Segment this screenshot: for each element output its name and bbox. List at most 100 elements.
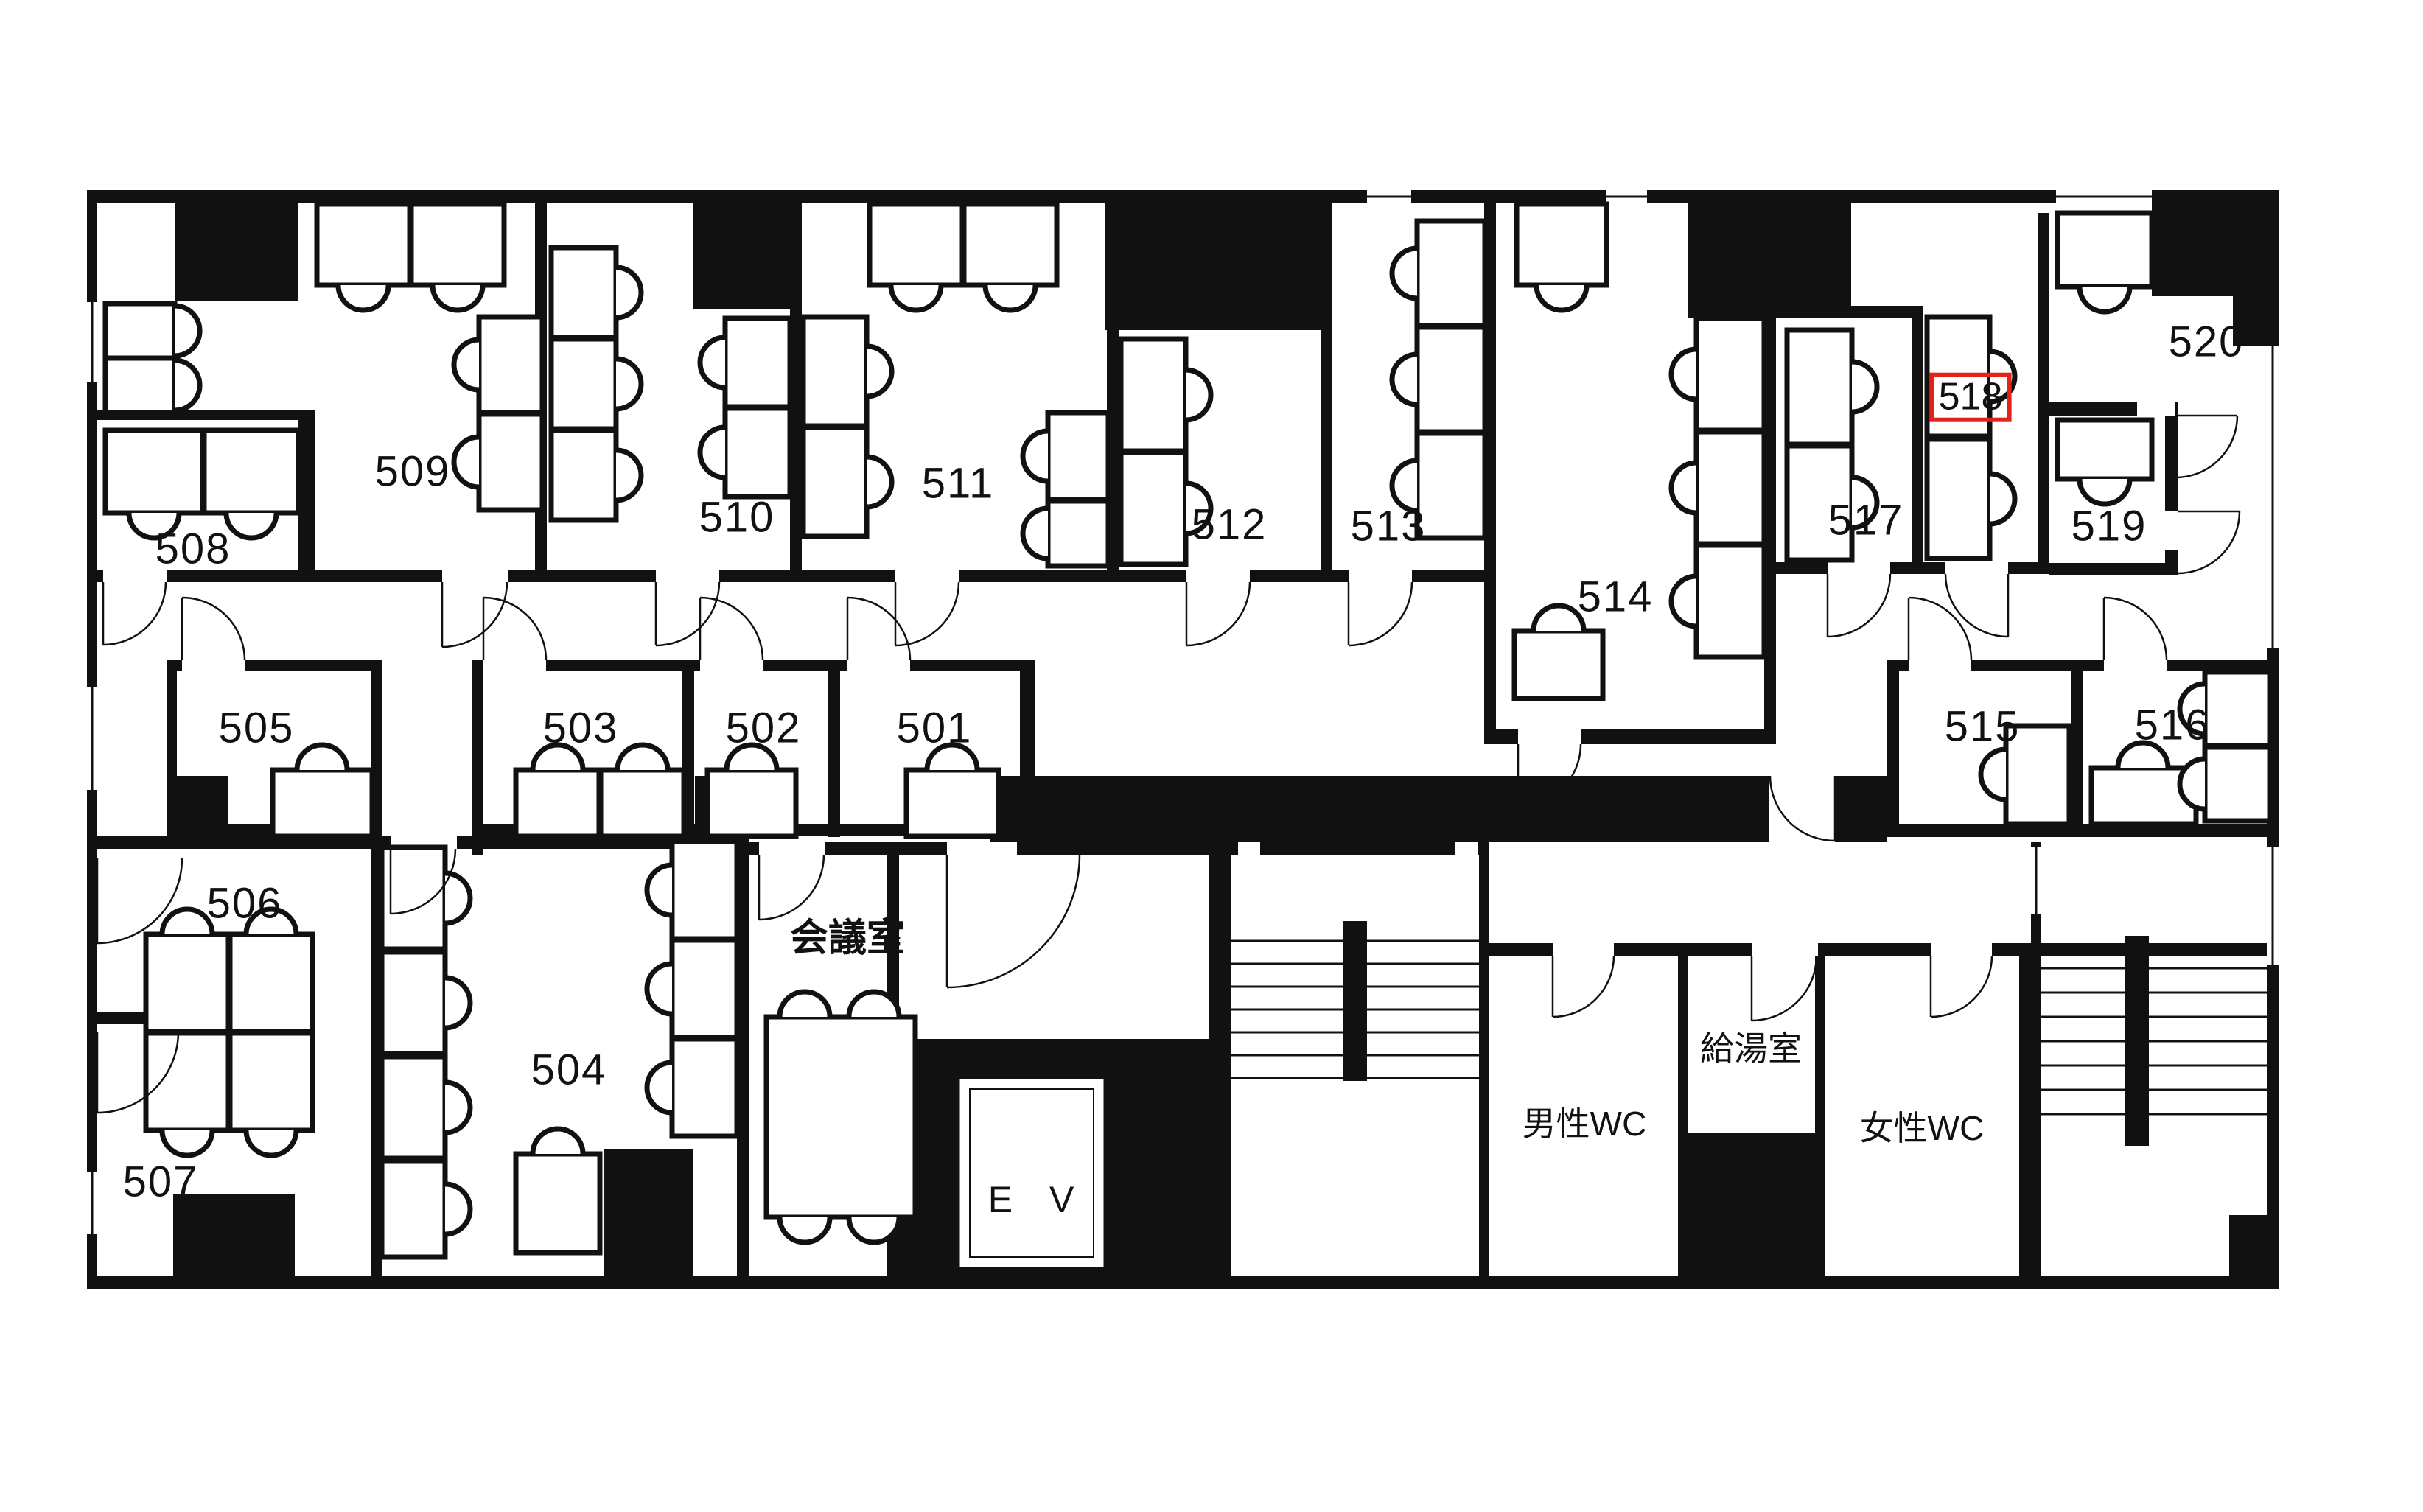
chair-icon bbox=[1531, 603, 1587, 631]
door-swing-icon bbox=[96, 1031, 180, 1114]
chair-icon bbox=[846, 989, 902, 1018]
room-label-503: 503 bbox=[542, 704, 619, 752]
desk bbox=[763, 1014, 918, 1220]
room-label-510: 510 bbox=[699, 493, 775, 542]
chair-icon bbox=[1389, 351, 1418, 407]
chair-icon bbox=[530, 742, 586, 771]
chair-icon bbox=[1668, 346, 1697, 402]
door-swing-icon bbox=[96, 858, 183, 945]
door-swing-icon bbox=[945, 854, 1081, 989]
stairs bbox=[1231, 939, 2267, 1116]
chair-icon bbox=[243, 1130, 299, 1158]
desk bbox=[314, 201, 413, 288]
desk bbox=[227, 1030, 315, 1133]
chair-icon bbox=[1185, 480, 1214, 536]
chair-icon bbox=[644, 961, 673, 1017]
room-label-513: 513 bbox=[1350, 502, 1427, 550]
desk bbox=[1414, 218, 1488, 329]
windows bbox=[87, 190, 2279, 1234]
desk bbox=[1045, 410, 1111, 503]
chair-icon bbox=[615, 265, 644, 321]
chair-icon bbox=[982, 284, 1038, 313]
desk bbox=[1784, 327, 1855, 447]
chair-icon bbox=[430, 284, 486, 313]
chair-icon bbox=[1989, 471, 2018, 527]
door-swing-icon bbox=[2102, 596, 2168, 661]
desk bbox=[1924, 436, 1993, 561]
desk bbox=[102, 355, 178, 416]
room-label-mens-wc: 男性WC bbox=[1522, 1105, 1647, 1143]
room-label-514: 514 bbox=[1577, 573, 1654, 621]
chair-icon bbox=[2077, 478, 2133, 507]
desk bbox=[513, 1151, 603, 1256]
desk bbox=[270, 767, 375, 839]
door-swing-icon bbox=[1185, 581, 1251, 647]
room-label-519: 519 bbox=[2071, 502, 2147, 550]
chair-icon bbox=[846, 1217, 902, 1245]
room-label-kitchenette: 給湯室 bbox=[1700, 1029, 1802, 1068]
chair-icon bbox=[1534, 284, 1590, 313]
chair-icon bbox=[1978, 746, 2007, 802]
door-openings bbox=[103, 402, 2178, 956]
chair-icon bbox=[644, 862, 673, 918]
elevator-box bbox=[956, 1075, 1108, 1271]
room-label-517: 517 bbox=[1828, 496, 1904, 545]
desk bbox=[408, 201, 507, 288]
desk bbox=[1693, 429, 1767, 547]
chair-icon bbox=[1668, 460, 1697, 516]
room-label-511: 511 bbox=[921, 459, 995, 508]
chair-icon bbox=[451, 434, 480, 490]
desk bbox=[476, 411, 545, 513]
desk bbox=[379, 1158, 448, 1260]
door-swing-icon bbox=[1944, 573, 2010, 638]
chair-icon bbox=[697, 424, 726, 480]
door-swing-icon bbox=[1347, 581, 1413, 647]
chair-icon bbox=[444, 1181, 473, 1237]
desk bbox=[2055, 210, 2155, 290]
chair-icon bbox=[243, 906, 299, 935]
desk bbox=[1414, 324, 1488, 435]
chair-icon bbox=[1851, 475, 1880, 531]
door-swing-icon bbox=[1907, 596, 1973, 661]
desk bbox=[548, 427, 619, 523]
desk bbox=[669, 839, 740, 942]
desks bbox=[102, 201, 2273, 1260]
chair-icon bbox=[2177, 681, 2206, 737]
desk bbox=[669, 937, 740, 1040]
desk bbox=[669, 1036, 740, 1139]
room-label-502: 502 bbox=[725, 704, 802, 752]
door-swing-icon bbox=[1769, 775, 1836, 842]
room-label-508: 508 bbox=[155, 525, 231, 573]
room-label-518: 518 bbox=[1938, 375, 2003, 419]
door-swing-icon bbox=[846, 596, 912, 661]
chair-icon bbox=[444, 1079, 473, 1135]
desk bbox=[379, 949, 448, 1057]
chair-icon bbox=[335, 284, 391, 313]
desk bbox=[800, 314, 870, 429]
door-swing-icon bbox=[102, 581, 167, 646]
room-label-504: 504 bbox=[531, 1046, 607, 1094]
highlighted-room-518: 518 bbox=[1929, 372, 2012, 422]
door-swing-icon bbox=[1551, 955, 1615, 1018]
desk bbox=[379, 844, 448, 952]
desk bbox=[2055, 417, 2155, 482]
chair-icon bbox=[615, 742, 671, 771]
room-label-515: 515 bbox=[1944, 702, 2021, 751]
chair-icon bbox=[866, 454, 895, 510]
room-label-505: 505 bbox=[218, 704, 295, 752]
desk bbox=[1693, 315, 1767, 433]
desk bbox=[227, 931, 315, 1035]
room-label-520: 520 bbox=[2168, 318, 2245, 366]
chair-icon bbox=[174, 303, 203, 359]
desk bbox=[704, 767, 799, 839]
desk bbox=[476, 314, 545, 416]
room-label-512: 512 bbox=[1191, 500, 1268, 549]
chair-icon bbox=[1185, 367, 1214, 423]
chair-icon bbox=[1851, 359, 1880, 415]
chair-icon bbox=[615, 356, 644, 412]
chair-icon bbox=[866, 343, 895, 399]
desk bbox=[379, 1054, 448, 1161]
chair-icon bbox=[924, 742, 980, 771]
